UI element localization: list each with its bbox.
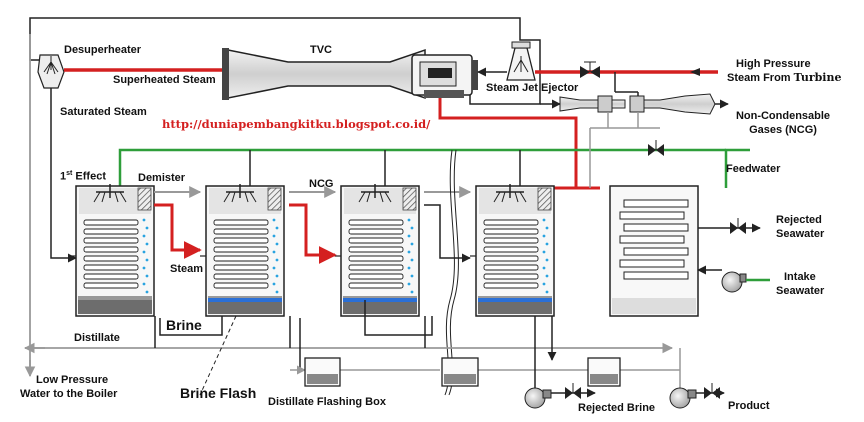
desuperheater-device xyxy=(37,54,65,89)
steam-label: Steam xyxy=(170,263,204,275)
rejected-brine-pump xyxy=(524,387,552,409)
high-pressure-label-2: Steam From Turbine xyxy=(727,71,842,84)
hp-valve xyxy=(580,61,600,78)
product-valve xyxy=(704,383,720,399)
ncg-label-1: Non-Condensable xyxy=(735,110,831,122)
first-effect-num: 1 xyxy=(60,170,67,183)
intake-seawater-label-1: Intake xyxy=(784,271,816,283)
steam-jet-ejector-label: Steam Jet Ejector xyxy=(486,82,579,94)
turbine-text: Turbine xyxy=(793,71,842,84)
intake-pump xyxy=(721,271,747,293)
feedwater-valve xyxy=(648,140,664,156)
distillate-label: Distillate xyxy=(74,332,120,344)
rejected-seawater-valve xyxy=(730,218,746,234)
effect-4 xyxy=(470,184,555,317)
ncg-ejectors xyxy=(540,91,716,129)
low-pressure-label-2: Water to the Boiler xyxy=(20,388,118,400)
rejected-brine-label: Rejected Brine xyxy=(578,402,656,414)
ncg-steam-line xyxy=(438,98,600,190)
first-effect-label: 1st Effect xyxy=(60,170,106,183)
tvc xyxy=(222,48,478,100)
ncg-middle-label: NCG xyxy=(309,178,334,190)
effect-2 xyxy=(200,184,285,317)
condenser xyxy=(609,185,699,317)
distillate-flashing-box-3 xyxy=(587,357,621,387)
low-pressure-label-1: Low Pressure xyxy=(36,374,109,386)
first-effect-sup: st xyxy=(66,170,73,177)
steam-from-text: Steam From xyxy=(727,72,791,84)
first-effect-text: Effect xyxy=(72,170,106,183)
brine-label: Brine xyxy=(166,317,202,333)
tvc-label: TVC xyxy=(310,44,332,56)
ncg-label-2: Gases (NCG) xyxy=(749,124,817,136)
steam-jet-ejector-top xyxy=(506,41,536,81)
distillate-flashing-box-label: Distillate Flashing Box xyxy=(268,396,386,408)
distillate-flashing-box-1 xyxy=(304,357,341,387)
source-url[interactable]: http://duniapembangkitku.blogspot.co.id/ xyxy=(162,117,431,131)
intake-seawater-label-2: Seawater xyxy=(776,285,825,297)
rejected-seawater-label-1: Rejected xyxy=(776,214,822,226)
rejected-seawater-label-2: Seawater xyxy=(776,228,825,240)
brine-flash-label: Brine Flash xyxy=(180,385,257,401)
effect-1 xyxy=(70,184,155,317)
product-label: Product xyxy=(728,400,770,412)
effects-group xyxy=(70,184,555,317)
feedwater-line xyxy=(118,148,726,188)
feedwater-label: Feedwater xyxy=(726,163,781,175)
product-pump xyxy=(669,387,697,409)
superheated-steam-label: Superheated Steam xyxy=(113,74,216,86)
desuperheater-label: Desuperheater xyxy=(64,44,142,56)
effect-3 xyxy=(335,184,420,317)
distillate-flashing-box-2 xyxy=(441,357,479,387)
saturated-steam-label: Saturated Steam xyxy=(60,106,147,118)
rejected-brine-valve xyxy=(565,383,581,399)
high-pressure-label-1: High Pressure xyxy=(736,58,811,70)
demister-label: Demister xyxy=(138,172,186,184)
